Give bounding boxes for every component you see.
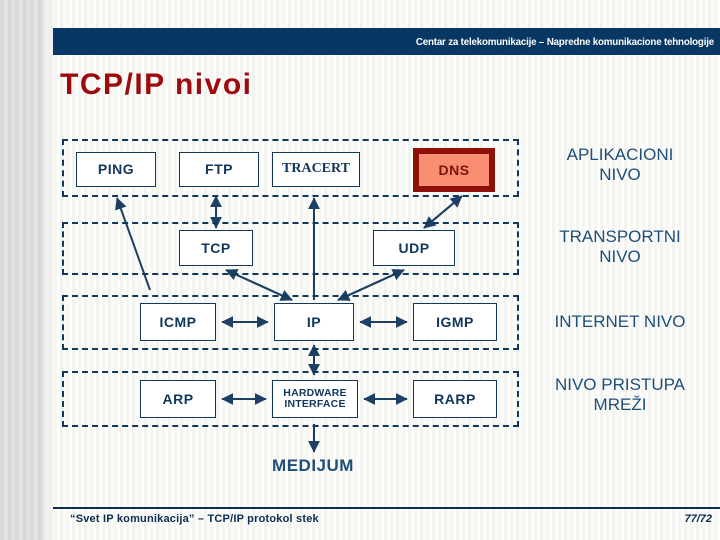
footer-text: “Svet IP komunikacija” – TCP/IP protokol… (70, 513, 319, 525)
page-title: TCP/IP nivoi (60, 68, 253, 101)
node-tcp[interactable]: TCP (179, 230, 253, 266)
page-number: 77/72 (684, 513, 712, 525)
layer-label-transport: TRANSPORTNI NIVO (559, 227, 681, 266)
layer-label-application: APLIKACIONI NIVO (566, 145, 674, 184)
medium-label: MEDIJUM (272, 456, 354, 475)
footer-divider (53, 507, 720, 509)
node-dns[interactable]: DNS (413, 148, 495, 192)
node-ftp[interactable]: FTP (179, 152, 259, 187)
layer-label-network-access: NIVO PRISTUPA MREŽI (554, 375, 686, 414)
header-title: Centar za telekomunikacije – Napredne ko… (416, 35, 715, 48)
node-igmp[interactable]: IGMP (413, 303, 497, 341)
left-band-edge (44, 0, 53, 540)
node-arp[interactable]: ARP (140, 380, 216, 418)
left-decorative-band (0, 0, 44, 540)
node-tracert[interactable]: TRACERT (272, 152, 360, 187)
layer-band-internet (62, 295, 519, 350)
layer-band-application (62, 139, 519, 197)
node-rarp[interactable]: RARP (413, 380, 497, 418)
node-udp[interactable]: UDP (373, 230, 455, 266)
layer-band-network-access (62, 371, 519, 427)
layer-label-internet: INTERNET NIVO (554, 312, 686, 331)
layer-band-transport (62, 222, 519, 275)
node-icmp[interactable]: ICMP (140, 303, 216, 341)
node-ping[interactable]: PING (76, 152, 156, 187)
node-hardware-interface[interactable]: HARDWARE INTERFACE (272, 380, 358, 418)
node-ip[interactable]: IP (274, 303, 354, 341)
header-bar: Centar za telekomunikacije – Napredne ko… (53, 28, 720, 55)
